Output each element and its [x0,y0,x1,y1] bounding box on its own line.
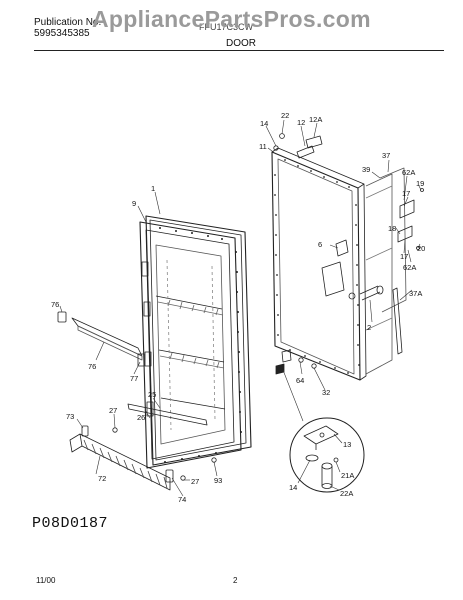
callout-14: 14 [289,483,297,492]
outer-door-panel [271,147,407,381]
callout-93: 93 [214,476,222,485]
callout-14: 14 [260,119,268,128]
callout-76: 76 [88,362,96,371]
drawing-code: P08D0187 [32,515,109,532]
page-title: DOOR [226,38,256,49]
callout-9: 9 [132,199,136,208]
callout-32: 32 [322,388,330,397]
callout-26: 26 [137,413,145,422]
callout-62a: 62A [403,263,416,272]
callout-17: 17 [402,189,410,198]
door-shelf-76 [57,311,145,367]
callout-1: 1 [151,184,155,193]
callout-18: 18 [388,224,396,233]
hinge-detail-circle [289,417,365,493]
callout-37a: 37A [409,289,422,298]
door-hardware [275,135,424,375]
callout-17: 17 [400,252,408,261]
callout-12a: 12A [309,115,322,124]
callout-39: 39 [362,165,370,174]
callout-64: 64 [296,376,304,385]
callout-25: 25 [148,390,156,399]
callout-72: 72 [98,474,106,483]
callout-73: 73 [66,412,74,421]
callout-27: 27 [191,477,199,486]
callout-62a: 62A [402,168,415,177]
callout-27: 27 [109,406,117,415]
watermark-text: AppliancePartsPros.com [92,6,371,32]
callout-2: 2 [367,323,371,332]
callout-leaders [59,119,422,497]
callout-20: 20 [417,244,425,253]
callout-22a: 22A [340,489,353,498]
part-callouts: 1 9 76 76 77 25 26 27 27 73 72 74 93 22 … [51,111,425,504]
callout-13: 13 [343,440,351,449]
publication-label: Publication No. [34,17,102,28]
callout-22: 22 [281,111,289,120]
callout-12: 12 [297,118,305,127]
header-rule [34,50,444,51]
footer-date: 11/00 [36,576,56,585]
callout-6: 6 [318,240,322,249]
wire-basket-72 [69,425,174,491]
publication-number: 5995345385 [34,28,90,39]
inner-door-liner [139,215,252,469]
callout-74: 74 [178,495,186,504]
door-bar-25 [127,403,208,426]
screw-fasteners [112,133,285,481]
model-number: FFU17C3CW [199,22,254,32]
footer-page-number: 2 [233,576,238,585]
callout-37: 37 [382,151,390,160]
callout-76: 76 [51,300,59,309]
callout-11: 11 [259,142,267,151]
callout-19: 19 [416,179,424,188]
callout-77: 77 [130,374,138,383]
callout-21a: 21A [341,471,354,480]
